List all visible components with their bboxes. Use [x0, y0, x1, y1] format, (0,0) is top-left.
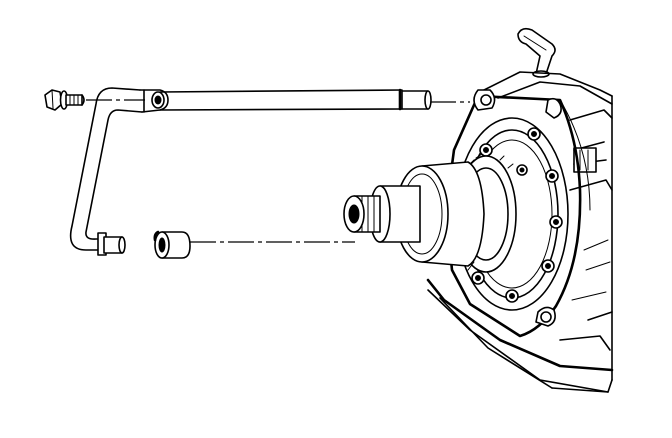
seal-ring-icon [153, 230, 191, 259]
transmission-icon [343, 27, 614, 393]
tube-icon [69, 87, 432, 256]
alignment-lines [86, 99, 470, 243]
bolt-icon [44, 89, 85, 111]
